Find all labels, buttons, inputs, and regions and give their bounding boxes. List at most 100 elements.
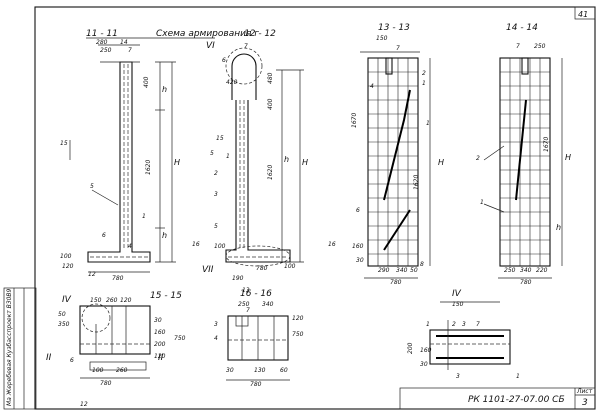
svg-text:H: H	[565, 153, 571, 162]
svg-text:15: 15	[216, 135, 224, 142]
svg-text:12: 12	[88, 271, 96, 278]
svg-text:h: h	[162, 85, 167, 94]
section-14-14: 14 - 14 7 250 2 H 1670 1 h 250 340 220 7…	[476, 23, 571, 286]
svg-text:6: 6	[222, 57, 226, 64]
title-block	[399, 387, 596, 410]
scheme-title: Схема армирования г	[156, 29, 259, 39]
svg-text:II: II	[46, 353, 52, 363]
svg-text:780: 780	[112, 275, 124, 282]
svg-text:7: 7	[128, 47, 132, 54]
svg-text:13: 13	[242, 287, 250, 294]
svg-text:120: 120	[120, 297, 132, 304]
svg-text:VI: VI	[206, 41, 215, 51]
svg-text:7: 7	[396, 45, 400, 52]
svg-text:4: 4	[214, 335, 218, 342]
section-11-11-title: 11 - 11	[86, 29, 118, 39]
node-iv-title: IV	[452, 289, 462, 299]
side-stamp-text: Ма Жеребевая Кузбасспроект ВЗ0В9	[6, 288, 13, 406]
svg-text:H: H	[302, 158, 308, 167]
svg-text:7: 7	[516, 43, 520, 50]
svg-text:100: 100	[284, 263, 296, 270]
svg-text:260: 260	[106, 297, 118, 304]
svg-text:3: 3	[214, 321, 218, 328]
svg-text:780: 780	[250, 381, 262, 388]
svg-text:12: 12	[80, 401, 88, 408]
svg-text:250: 250	[504, 267, 516, 274]
svg-text:6: 6	[70, 357, 74, 364]
svg-text:120: 120	[154, 353, 166, 360]
svg-text:780: 780	[100, 380, 112, 387]
svg-text:200: 200	[407, 342, 414, 354]
svg-text:120: 120	[62, 263, 74, 270]
svg-text:4: 4	[128, 243, 132, 250]
svg-text:3: 3	[462, 321, 466, 328]
svg-text:780: 780	[520, 279, 532, 286]
svg-text:IV: IV	[62, 295, 72, 305]
svg-text:5: 5	[90, 183, 94, 190]
sheet-number: 41	[578, 10, 588, 19]
sheet-frame	[34, 6, 596, 410]
svg-text:h: h	[162, 231, 167, 240]
section-12-12: 12 - 12 VI 420 480 400 h H 1620 15 5 1 2…	[192, 29, 336, 294]
section-14-14-title: 14 - 14	[506, 23, 538, 33]
svg-text:220: 220	[536, 267, 548, 274]
svg-text:150: 150	[90, 297, 102, 304]
svg-text:6: 6	[356, 207, 360, 214]
svg-text:780: 780	[390, 279, 402, 286]
svg-text:2: 2	[214, 170, 218, 177]
svg-text:160: 160	[420, 347, 432, 354]
svg-text:1: 1	[516, 373, 520, 380]
svg-text:50: 50	[410, 267, 418, 274]
svg-text:340: 340	[520, 267, 532, 274]
svg-text:2: 2	[422, 70, 426, 77]
svg-text:3: 3	[214, 191, 218, 198]
section-13-13: 13 - 13 150 7 2 1 4 1670 H 1 1620 6 160 …	[351, 23, 444, 286]
side-stamp-box	[3, 287, 37, 410]
svg-text:290: 290	[378, 267, 390, 274]
svg-text:50: 50	[58, 311, 66, 318]
svg-text:400: 400	[267, 98, 274, 110]
svg-text:100: 100	[60, 253, 72, 260]
svg-text:160: 160	[154, 329, 166, 336]
svg-text:200: 200	[154, 341, 166, 348]
svg-text:4: 4	[370, 83, 374, 90]
svg-text:3: 3	[456, 373, 460, 380]
svg-text:1670: 1670	[351, 113, 358, 128]
svg-text:190: 190	[232, 275, 244, 282]
section-16-16: 16 - 16 250 340 7 3 4 30 130 60 750 120 …	[214, 289, 304, 388]
svg-text:250: 250	[534, 43, 546, 50]
svg-text:150: 150	[376, 35, 388, 42]
svg-text:1620: 1620	[145, 160, 152, 175]
svg-text:30: 30	[356, 257, 364, 264]
svg-text:II: II	[158, 353, 164, 363]
svg-text:1620: 1620	[413, 175, 420, 190]
node-iv: IV 150 2 7 3 1 200 160 30 3 1	[407, 289, 520, 380]
svg-text:350: 350	[58, 321, 70, 328]
sheet-no: 3	[582, 398, 588, 408]
svg-text:h: h	[284, 155, 289, 164]
svg-text:260: 260	[116, 367, 128, 374]
svg-text:750: 750	[292, 331, 304, 338]
svg-text:H: H	[174, 158, 180, 167]
sheet-label: Лист	[576, 388, 593, 395]
section-13-13-title: 13 - 13	[378, 23, 410, 33]
svg-text:14: 14	[120, 39, 128, 46]
svg-text:7: 7	[246, 307, 250, 314]
svg-text:250: 250	[238, 301, 250, 308]
svg-text:420: 420	[226, 79, 238, 86]
svg-text:1: 1	[480, 199, 484, 206]
section-12-12-title: 12 - 12	[244, 29, 276, 39]
svg-text:7: 7	[244, 43, 248, 50]
svg-text:150: 150	[452, 301, 464, 308]
svg-text:2: 2	[452, 321, 456, 328]
svg-text:6: 6	[102, 232, 106, 239]
svg-text:280: 280	[96, 39, 108, 46]
svg-text:60: 60	[280, 367, 288, 374]
svg-text:1670: 1670	[543, 137, 550, 152]
section-15-15: 15 - 15 IV 150 260 120 50 350 II 6 30 16…	[46, 291, 186, 408]
svg-text:15: 15	[60, 140, 68, 147]
svg-text:16: 16	[328, 241, 336, 248]
svg-text:30: 30	[226, 367, 234, 374]
svg-text:30: 30	[154, 317, 162, 324]
